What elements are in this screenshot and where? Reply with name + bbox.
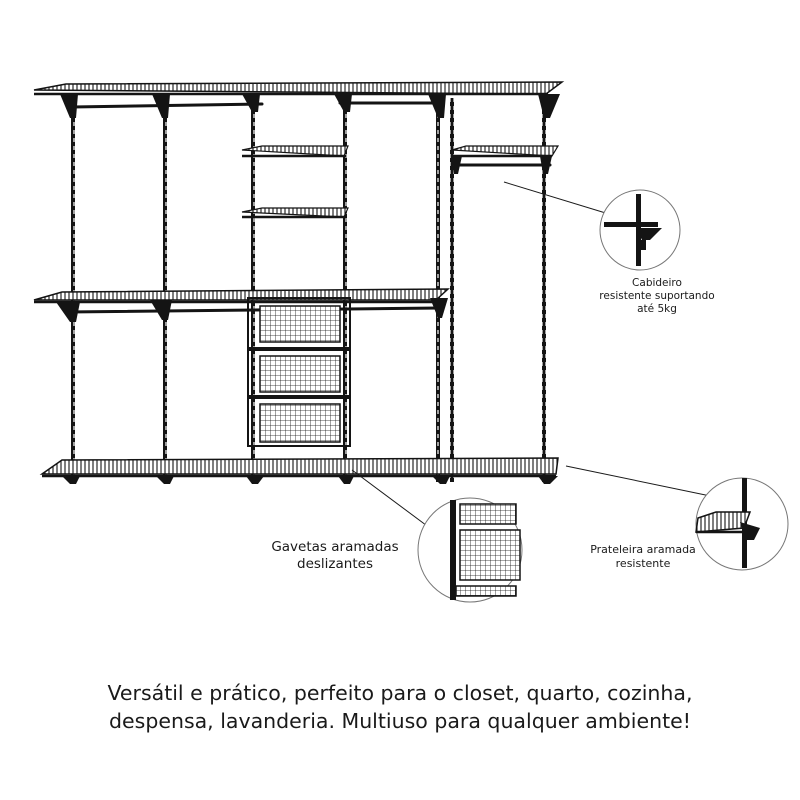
small-column-shelves bbox=[241, 145, 349, 219]
bottom-brackets bbox=[62, 476, 558, 484]
drawers-callout-line-1: Gavetas aramadas bbox=[271, 539, 399, 555]
hanger-callout-line-3: até 5kg bbox=[637, 303, 677, 316]
hanger-callout-label: Cabideiro resistente suportando até 5kg bbox=[572, 277, 742, 316]
right-hanger-shelf bbox=[451, 145, 560, 174]
shelf-callout-line-2: resistente bbox=[615, 556, 671, 570]
drawers-callout-label: Gavetas aramadas deslizantes bbox=[260, 539, 410, 573]
caption-line-2: despensa, lavanderia. Multiuso para qual… bbox=[109, 708, 691, 733]
wire-drawers bbox=[247, 297, 351, 447]
product-caption: Versátil e prático, perfeito para o clos… bbox=[40, 680, 760, 735]
shelf-detail-callout bbox=[695, 477, 789, 571]
hanger-detail-callout bbox=[599, 189, 681, 271]
middle-brackets bbox=[56, 298, 448, 322]
top-wire-shelf bbox=[33, 81, 565, 96]
shelf-callout-line-1: Prateleira aramada bbox=[590, 543, 696, 556]
shelf-callout-label: Prateleira aramada resistente bbox=[568, 543, 718, 571]
middle-wire-shelf bbox=[33, 288, 450, 314]
hanger-callout-line-2: resistente suportando bbox=[599, 290, 715, 303]
drawers-detail-callout bbox=[417, 497, 523, 603]
top-hanging-rods bbox=[70, 101, 442, 109]
bottom-wire-shelf bbox=[39, 457, 559, 478]
drawers-callout-line-2: deslizantes bbox=[297, 555, 373, 572]
caption-line-1: Versátil e prático, perfeito para o clos… bbox=[107, 681, 693, 705]
hanger-callout-line-1: Cabideiro bbox=[632, 277, 682, 289]
